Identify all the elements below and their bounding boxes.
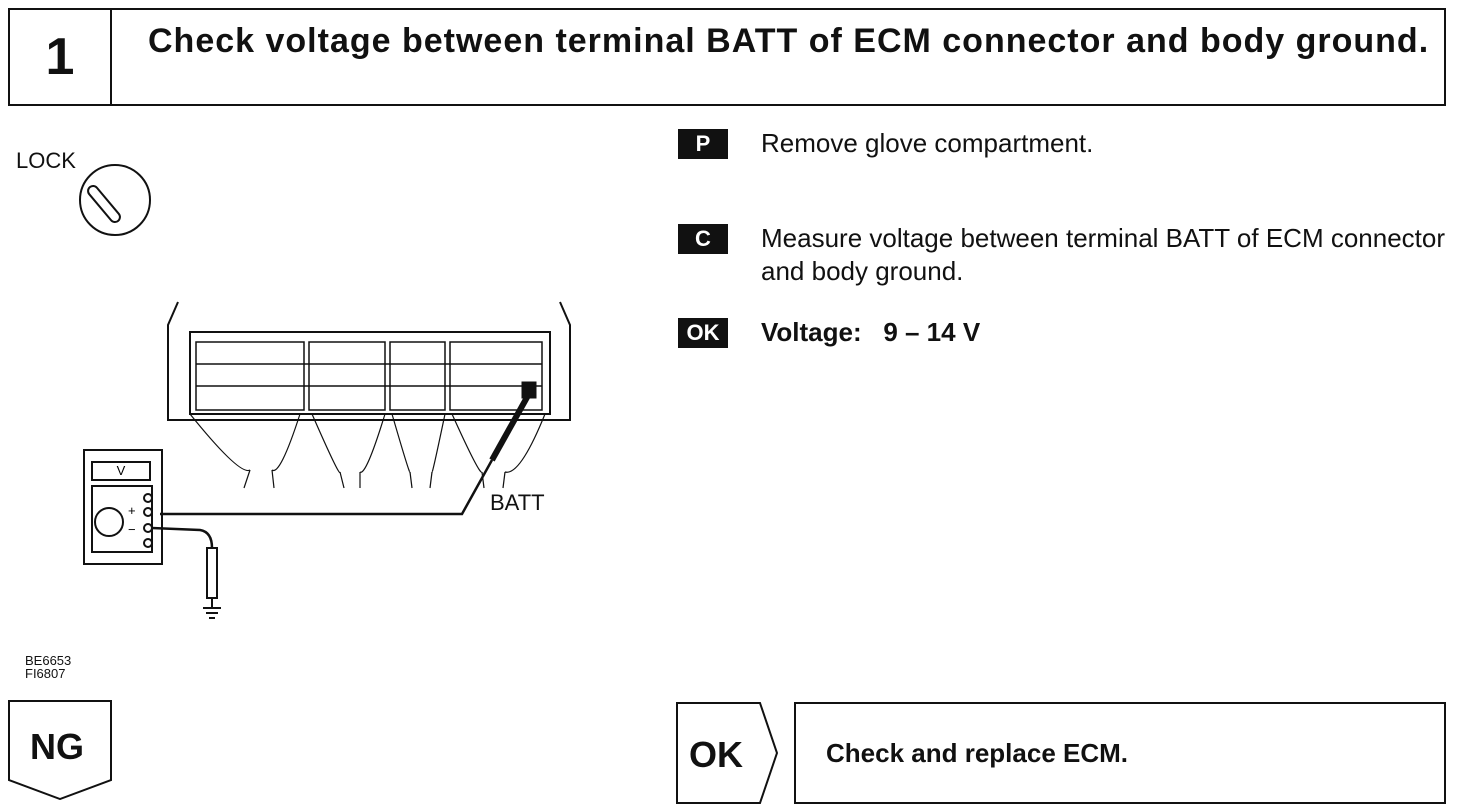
batt-probe xyxy=(160,381,537,516)
step-header: 1 Check voltage between terminal BATT of… xyxy=(8,8,1446,106)
prep-text: Remove glove compartment. xyxy=(761,128,1094,158)
reference-codes: BE6653 FI6807 xyxy=(25,654,71,680)
minus-label: − xyxy=(128,522,136,537)
ok-label: OK xyxy=(689,734,743,775)
step-title: Check voltage between terminal BATT of E… xyxy=(148,22,1430,60)
ng-label: NG xyxy=(30,726,84,767)
ok-action-box: Check and replace ECM. xyxy=(794,702,1446,804)
ground-icon xyxy=(203,607,221,619)
ok-branch: OK xyxy=(676,702,778,804)
ok-criteria: Voltage: 9 – 14 V xyxy=(761,316,980,349)
instruction-prep: P Remove glove compartment. xyxy=(678,127,1458,160)
check-badge: C xyxy=(678,224,728,254)
plus-label: + xyxy=(128,503,136,518)
ref-code: BE6653 xyxy=(25,653,72,668)
ok-arrow-icon xyxy=(676,702,778,804)
meter-v-label: V xyxy=(117,463,126,478)
ecm-diagram-svg: V + − xyxy=(79,164,571,619)
voltmeter xyxy=(83,449,163,565)
check-text: Measure voltage between terminal BATT of… xyxy=(761,223,1446,286)
ok-action-text: Check and replace ECM. xyxy=(826,737,1128,768)
ng-arrow-icon xyxy=(8,700,112,800)
ground-probe xyxy=(151,526,218,608)
ref-code: FI6807 xyxy=(25,666,66,681)
prep-badge: P xyxy=(678,129,728,159)
instruction-ok: OK Voltage: 9 – 14 V xyxy=(678,316,1458,349)
lock-label: LOCK xyxy=(16,148,76,173)
ok-criteria-label: Voltage: xyxy=(761,317,862,347)
ok-criteria-value: 9 – 14 V xyxy=(883,317,981,347)
wiring-diagram: LOCK xyxy=(0,120,640,680)
instruction-check: C Measure voltage between terminal BATT … xyxy=(678,222,1458,288)
ok-badge: OK xyxy=(678,318,728,348)
batt-label: BATT xyxy=(490,490,545,515)
step-number: 1 xyxy=(10,10,112,104)
ng-branch: NG xyxy=(8,700,112,800)
ecm-unit xyxy=(167,301,571,489)
ignition-lock-icon xyxy=(79,164,151,236)
